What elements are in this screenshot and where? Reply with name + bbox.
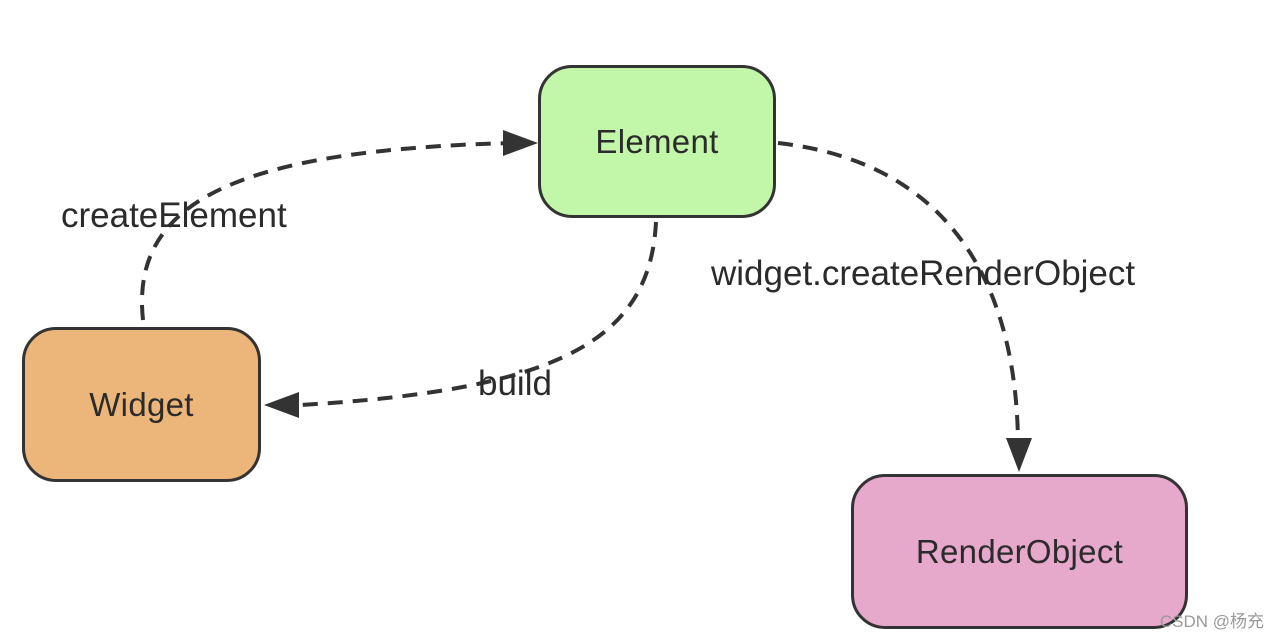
create-element-label: createElement — [61, 196, 287, 235]
renderobject-node-label: RenderObject — [915, 532, 1124, 570]
edge-create-render-object — [777, 141, 1020, 441]
arrowhead-create-element — [503, 130, 538, 156]
edge-build — [299, 221, 658, 407]
arrowhead-build — [264, 392, 299, 418]
widget-node: Widget — [22, 327, 261, 482]
watermark: CSDN @杨充 — [1159, 612, 1264, 631]
element-node: Element — [538, 65, 776, 218]
create-render-object-label: widget.createRenderObject — [711, 254, 1136, 293]
arrowhead-create-render-object — [1006, 438, 1032, 472]
widget-node-label: Widget — [89, 385, 194, 423]
element-node-label: Element — [595, 122, 719, 160]
edge-create-element — [140, 141, 513, 321]
build-label: build — [478, 364, 552, 403]
renderobject-node: RenderObject — [851, 474, 1188, 629]
